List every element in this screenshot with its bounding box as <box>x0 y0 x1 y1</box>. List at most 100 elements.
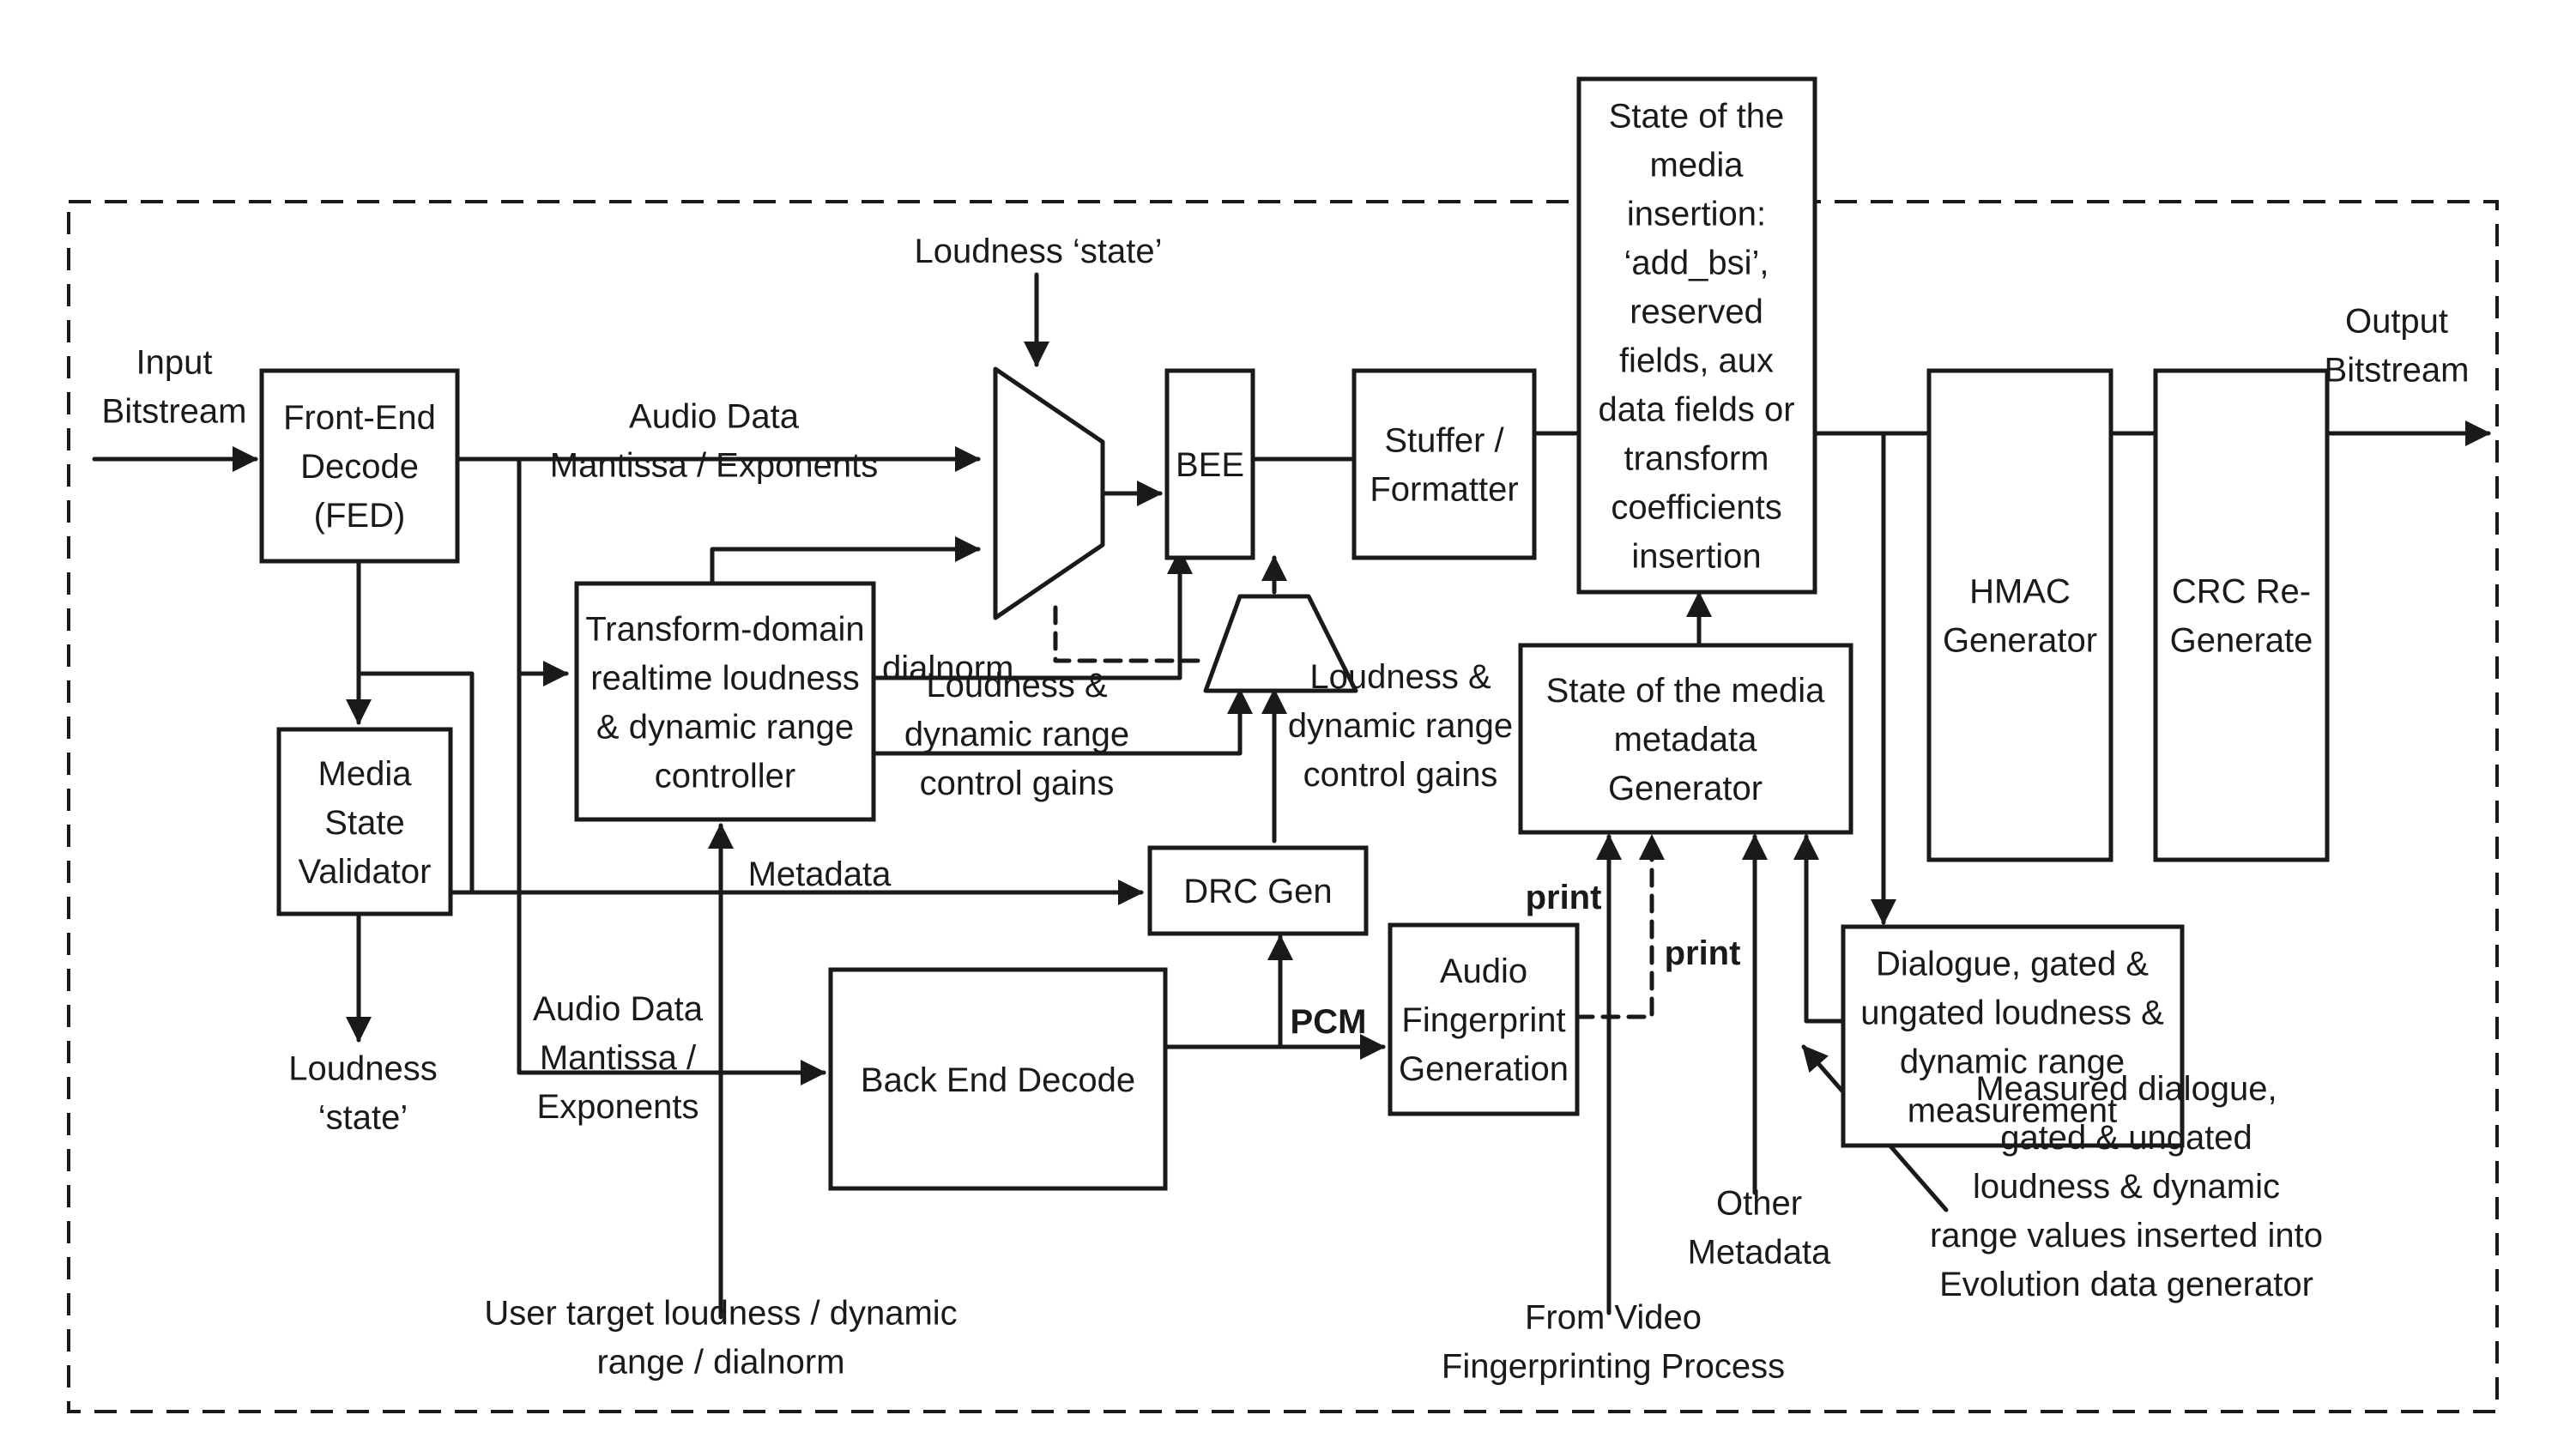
label-line: Stuffer / <box>1384 422 1504 460</box>
label-line: Transform-domain <box>585 611 864 649</box>
print-left-label: print <box>1526 879 1602 916</box>
label-line: Loudness & <box>926 667 1108 704</box>
other-metadata-label: OtherMetadata <box>1688 1185 1832 1272</box>
crc-block: CRC Re- Generate <box>2156 371 2327 860</box>
label-line: Back End Decode <box>861 1061 1135 1099</box>
label-line: HMAC <box>1969 573 2071 611</box>
label-line: Metadata <box>748 856 892 893</box>
label-line: Loudness & <box>1309 658 1491 696</box>
measured-values-label: Measured dialogue, gated & ungated loudnes… <box>1930 1070 2323 1303</box>
loudness-state-top-label: Loudness ‘state’ <box>914 233 1162 270</box>
label-line: User target loudness / dynamic <box>484 1295 957 1333</box>
validator-block: MediaStateValidator <box>279 729 450 914</box>
label-line: Measured dialogue, <box>1975 1070 2277 1108</box>
label-line: metadata <box>1614 721 1758 759</box>
label-line: ‘state’ <box>318 1099 408 1137</box>
label-line: control gains <box>1303 756 1498 794</box>
label-line: State of the <box>1609 98 1785 136</box>
bee-block-label: BEE <box>1176 446 1244 484</box>
pcm-label: PCM <box>1291 1003 1367 1041</box>
label-line: Evolution data generator <box>1939 1266 2313 1303</box>
measurement-block: Dialogue, gated &ungated loudness &dynam… <box>1843 927 2182 1146</box>
media-insertion-block: State of the media insertion: ‘add_bsi’,res… <box>1579 79 1815 592</box>
label-line: Fingerprinting Process <box>1442 1348 1785 1386</box>
label-line: media <box>1650 147 1745 184</box>
label-line: Other <box>1716 1185 1802 1223</box>
label-line: Bitstream <box>102 393 247 431</box>
label-line: Validator <box>299 853 432 891</box>
label-line: Generator <box>1943 622 2097 660</box>
fingerprint-print-arrow <box>1577 837 1652 1017</box>
label-line: reserved <box>1630 293 1763 331</box>
fingerprint-block: AudioFingerprintGeneration <box>1390 925 1577 1114</box>
output-bitstream-label: OutputBitstream <box>2325 303 2470 390</box>
label-line: loudness & dynamic <box>1973 1168 2280 1206</box>
label-line: Audio <box>1440 952 1527 990</box>
controller-block: Transform-domain realtime loudness & dynam… <box>577 583 874 819</box>
label-line: data fields or <box>1598 391 1794 429</box>
label-line: PCM <box>1291 1003 1367 1041</box>
label-line: Loudness <box>288 1050 437 1088</box>
label-line: State of the media <box>1546 672 1825 710</box>
audio-data-top-label: Audio DataMantissa / Exponents <box>550 398 878 485</box>
label-line: range values inserted into <box>1930 1217 2323 1255</box>
label-line: Fingerprint <box>1401 1001 1565 1039</box>
label-line: dynamic range <box>904 716 1129 753</box>
label-line: CRC Re- <box>2172 573 2311 611</box>
label-line: gated & ungated <box>2000 1119 2252 1157</box>
label-line: State <box>324 804 404 842</box>
user-target-label: User target loudness / dynamic range / di… <box>484 1295 957 1382</box>
label-line: BEE <box>1176 446 1244 484</box>
label-line: Dialogue, gated & <box>1876 946 2149 983</box>
label-line: print <box>1665 934 1741 972</box>
measurement-to-smgen-arrow <box>1806 837 1843 1021</box>
label-line: Decode <box>300 448 419 486</box>
label-line: Audio Data <box>629 398 800 436</box>
label-line: Generator <box>1608 770 1763 807</box>
fed-block: Front-EndDecode (FED) <box>262 371 457 561</box>
label-line: Audio Data <box>533 990 704 1028</box>
input-bitstream-label: InputBitstream <box>102 344 247 431</box>
label-line: Formatter <box>1370 471 1518 509</box>
label-line: ungated loudness & <box>1860 995 2164 1032</box>
label-line: range / dialnorm <box>596 1344 844 1382</box>
label-line: Exponents <box>536 1088 698 1126</box>
back-end-decode-block-label: Back End Decode <box>861 1061 1135 1099</box>
label-line: control gains <box>920 765 1115 802</box>
label-line: Media <box>318 755 413 793</box>
bee-block: BEE <box>1167 371 1253 558</box>
label-line: & dynamic range <box>596 709 854 747</box>
stuffer-block: Stuffer / Formatter <box>1354 371 1534 558</box>
label-line: coefficients <box>1611 489 1781 527</box>
gains-left-label: Loudness & dynamic range control gains <box>904 667 1129 802</box>
label-line: ‘add_bsi’, <box>1624 245 1769 282</box>
label-line: realtime loudness <box>590 660 860 698</box>
label-line: Front-End <box>283 399 436 437</box>
label-line: dynamic range <box>1288 707 1513 745</box>
from-video-label: From VideoFingerprinting Process <box>1442 1299 1785 1386</box>
controller-to-mux-arrow <box>712 549 978 583</box>
label-line: print <box>1526 879 1602 916</box>
label-line: insertion <box>1631 538 1761 576</box>
metadata-label: Metadata <box>748 856 892 893</box>
drc-gen-block-label: DRC Gen <box>1183 873 1332 910</box>
label-line: Bitstream <box>2325 352 2470 390</box>
label-line: Loudness ‘state’ <box>914 233 1162 270</box>
drc-gen-block: DRC Gen <box>1150 848 1366 934</box>
label-line: Generate <box>2170 622 2313 660</box>
label-line: Generation <box>1399 1050 1569 1088</box>
label-line: transform <box>1624 440 1769 478</box>
label-line: (FED) <box>314 497 406 535</box>
label-line: Metadata <box>1688 1234 1832 1272</box>
state-metadata-generator-block: State of the media metadataGenerator <box>1521 645 1851 832</box>
label-line: Input <box>136 344 213 382</box>
label-line: fields, aux <box>1619 342 1774 380</box>
label-line: From Video <box>1525 1299 1702 1337</box>
print-right-label: print <box>1665 934 1741 972</box>
hmac-block: HMAC Generator <box>1929 371 2111 860</box>
label-line: insertion: <box>1627 196 1766 233</box>
loudness-state-bottom-label: Loudness ‘state’ <box>288 1050 437 1137</box>
label-line: Mantissa / Exponents <box>550 447 878 485</box>
gains-right-label: Loudness & dynamic range control gains <box>1288 658 1513 794</box>
